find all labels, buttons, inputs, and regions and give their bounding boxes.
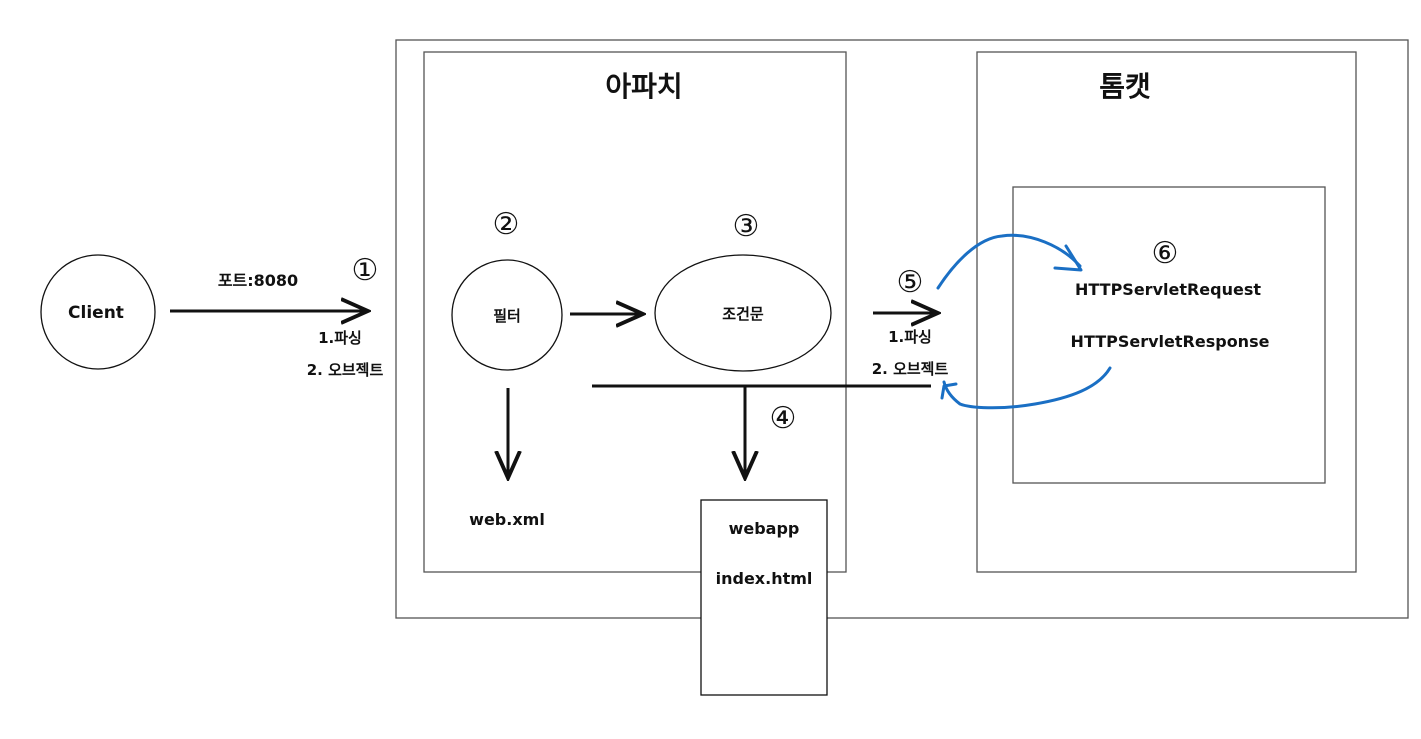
apache-box [423,51,847,573]
blue-request-curve [936,233,1082,290]
filter-label: 필터 [493,307,521,325]
step-1-line-1: 1.파싱 [318,329,362,347]
webapp-box [700,499,828,696]
step-2-marker: ② [493,207,520,242]
index-html-label: index.html [716,569,813,588]
webxml-label: web.xml [469,510,545,529]
condition-label: 조건문 [722,305,764,323]
client-node [40,254,156,370]
blue-request-arrowhead [1053,244,1083,272]
blue-response-curve [942,366,1112,410]
http-servlet-request-label: HTTPServletRequest [1075,280,1261,299]
step-5-marker: ⑤ [897,265,924,300]
client-label: Client [68,303,124,323]
servlet-container-box [1012,186,1326,484]
step-4-marker: ④ [770,401,797,436]
step-1-line-2: 2. 오브젝트 [307,361,384,379]
step-5-line-1: 1.파싱 [888,328,932,346]
port-label: 포트:8080 [218,271,298,290]
step-5-line-2: 2. 오브젝트 [872,360,949,378]
server-box [395,39,1409,619]
apache-title: 아파치 [605,70,682,103]
step-1-marker: ① [352,253,379,288]
webapp-label: webapp [729,519,800,538]
tomcat-title: 톰캣 [1099,70,1151,103]
step-6-marker: ⑥ [1152,236,1179,271]
http-servlet-response-label: HTTPServletResponse [1071,332,1270,351]
filter-node [451,259,563,371]
condition-node [654,254,832,372]
tomcat-box [976,51,1357,573]
step-3-marker: ③ [733,209,760,244]
blue-response-arrowhead [940,382,958,400]
